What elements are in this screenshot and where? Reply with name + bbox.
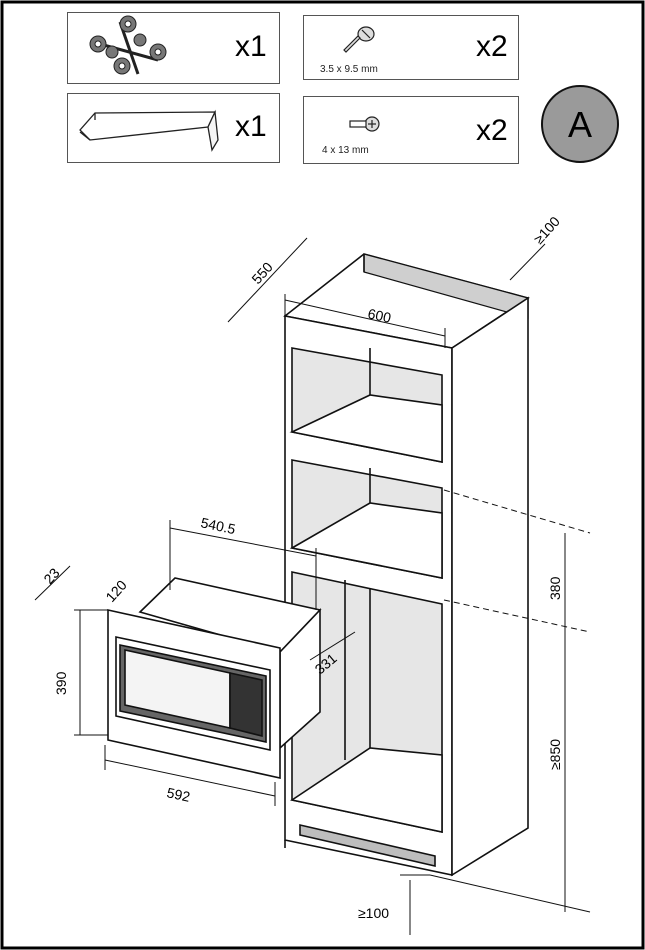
dim-frame-depth: 120 xyxy=(102,577,130,605)
dim-cabinet-depth: 550 xyxy=(248,259,276,287)
dim-floor-to-niche: ≥850 xyxy=(547,739,563,770)
badge-label: A xyxy=(568,104,592,145)
burner-grate-icon xyxy=(89,15,167,75)
dim-appliance-width: 592 xyxy=(165,784,191,805)
size-screw: 3.5 x 9.5 mm xyxy=(320,64,378,75)
dim-appliance-height: 390 xyxy=(53,671,69,695)
qty-washer-screw: x2 xyxy=(476,114,508,147)
qty-trim: x1 xyxy=(235,110,267,143)
dim-bottom-clearance: ≥100 xyxy=(358,905,389,921)
dim-front-offset: 23 xyxy=(40,565,62,587)
dim-cabinet-width: 600 xyxy=(366,305,392,326)
qty-screw: x2 xyxy=(476,30,508,63)
built-in-appliance xyxy=(107,577,322,779)
part-box-washer-screw xyxy=(303,96,519,164)
qty-grate: x1 xyxy=(235,30,267,63)
dim-rear-clearance: ≥100 xyxy=(530,213,563,247)
dimension-lines xyxy=(34,237,591,935)
dim-appliance-depth: 540.5 xyxy=(199,514,237,537)
washer-screw-icon xyxy=(349,116,380,132)
tall-cabinet xyxy=(283,253,530,877)
trim-strip-icon xyxy=(79,109,219,152)
part-box-trim xyxy=(67,93,280,163)
size-washer-screw: 4 x 13 mm xyxy=(322,145,369,156)
screw-icon xyxy=(343,26,375,53)
badge-a xyxy=(541,85,619,163)
part-box-screw xyxy=(303,15,519,80)
dim-niche-height: 380 xyxy=(547,576,563,600)
